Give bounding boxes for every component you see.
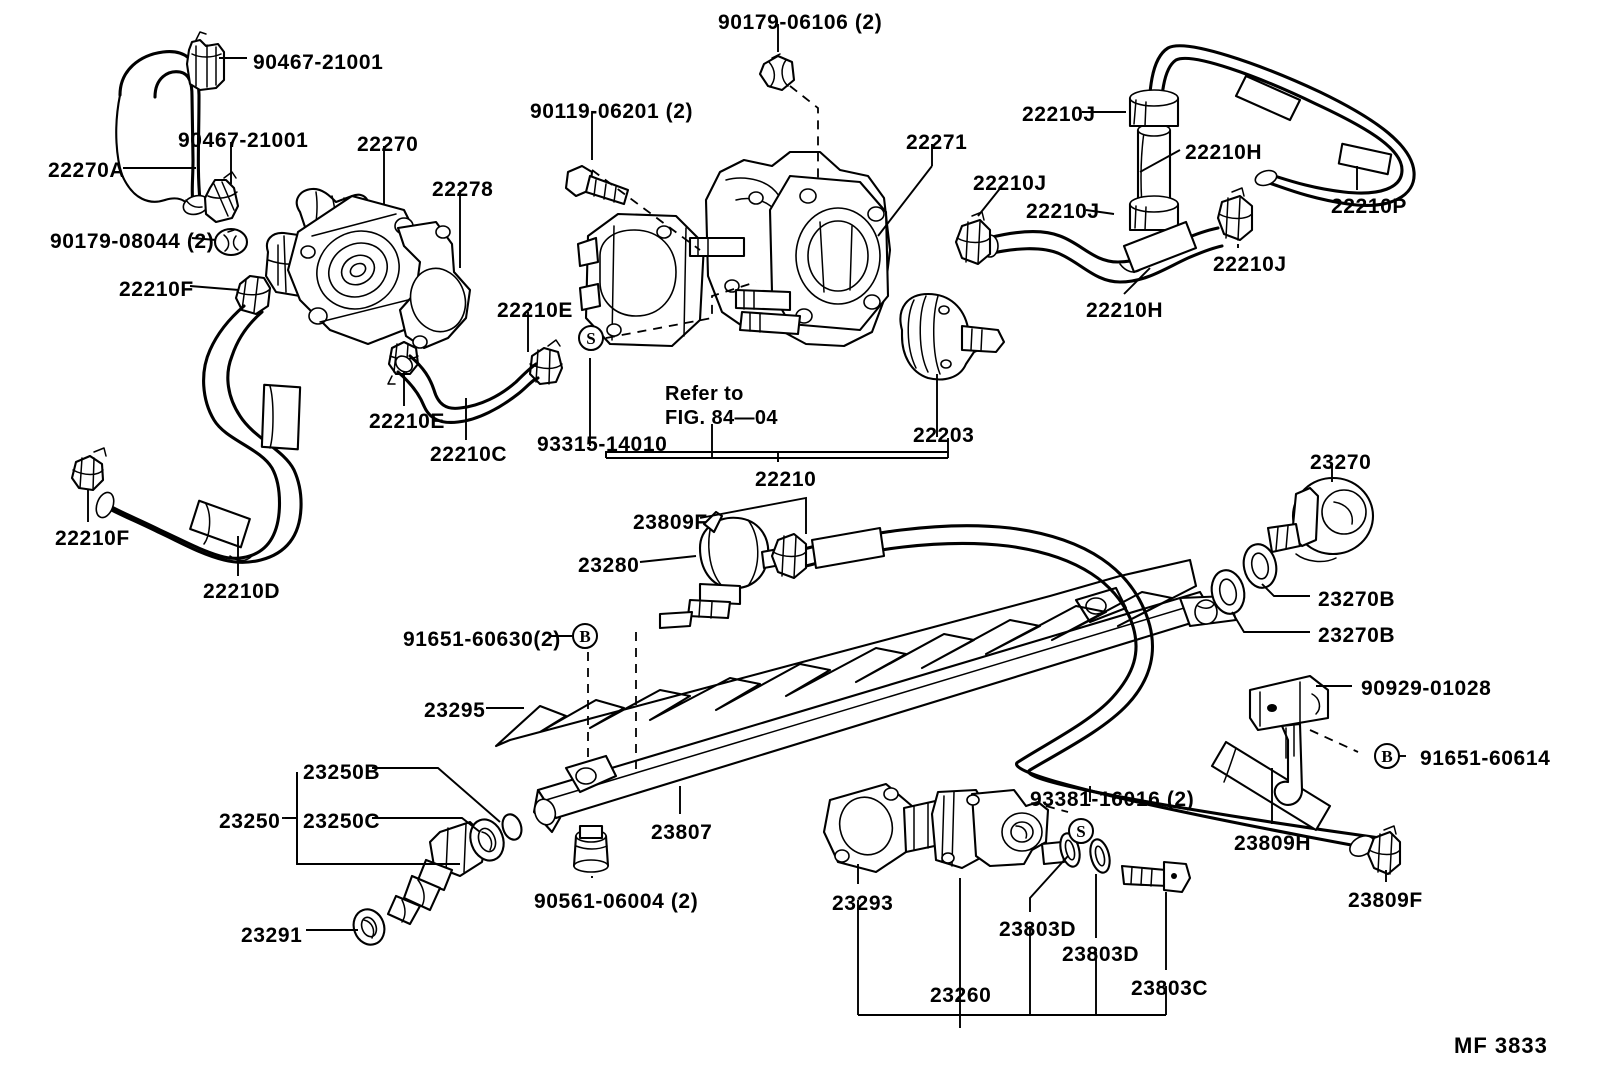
gasket-22278 [396, 220, 472, 350]
throttle-body-22271 [688, 150, 892, 348]
b-mark-91651-60614: B [1374, 743, 1400, 769]
hose-22210c [394, 354, 540, 425]
part-label-90119-06201: 90119-06201 (2) [530, 100, 694, 123]
part-label-22210H-lower: 22210H [1086, 299, 1164, 322]
pulsation-damper-23270 [1266, 476, 1375, 563]
part-label-91651-60614: 91651-60614 [1420, 747, 1551, 770]
figure-number: MF 3833 [1454, 1033, 1548, 1058]
part-label-23250B: 23250B [303, 761, 381, 784]
part-label-23250C: 23250C [303, 810, 381, 833]
part-label-23280: 23280 [578, 554, 640, 577]
grommet-90561-06004 [572, 824, 610, 873]
hose-top-right-23809 [798, 524, 1382, 857]
part-label-90561-06004: 90561-06004 (2) [534, 890, 699, 913]
air-valve-22203 [899, 292, 1006, 381]
leader-lines [87, 24, 1406, 1028]
refer-to-note: Refer to FIG. 84—04 [665, 382, 778, 431]
hose-22210p [1146, 44, 1416, 207]
oring-23250c [469, 818, 505, 862]
refer-to-line1: Refer to [665, 383, 744, 405]
part-label-23270: 23270 [1310, 451, 1372, 474]
part-label-93381-16016: 93381-16016 (2) [1030, 788, 1195, 811]
oring-23250b [501, 813, 523, 841]
clamp-90467-21001-upper [185, 31, 226, 92]
part-label-91651-60630: 91651-60630(2) [403, 628, 561, 651]
clamp-22210e-right [528, 339, 564, 386]
washer-23270b-b [1210, 569, 1246, 615]
part-label-23807: 23807 [651, 821, 713, 844]
part-label-23809H: 23809H [1234, 832, 1312, 855]
part-label-93315-14010: 93315-14010 [537, 433, 668, 456]
part-label-23809F-upper: 23809F [633, 511, 708, 534]
part-label-22210F-upper: 22210F [119, 278, 194, 301]
gasket-23803d-b [1089, 838, 1111, 874]
part-label-22210F-lower: 22210F [55, 527, 130, 550]
clamp-22210f-upper [234, 274, 272, 316]
part-label-22270A: 22270A [48, 159, 126, 182]
part-label-23270B-a: 23270B [1318, 588, 1396, 611]
part-label-22210E-upper: 22210E [497, 299, 574, 322]
part-label-22210: 22210 [755, 468, 817, 491]
clamp-22210j-a [1128, 89, 1180, 128]
isc-valve-22270 [264, 187, 432, 346]
s-mark-93381: S [1068, 818, 1094, 844]
bolt-90119-06201 [564, 164, 630, 206]
clip-90929-01028 [1248, 674, 1330, 806]
washer-23270b-a [1242, 543, 1278, 589]
nut-90179-06106 [758, 53, 796, 92]
part-label-22210J-c: 22210J [1026, 200, 1100, 223]
b-mark-91651-60630: B [572, 623, 598, 649]
part-label-22210D: 22210D [203, 580, 281, 603]
part-label-90179-06106: 90179-06106 (2) [718, 11, 883, 34]
part-label-22210E-lower: 22210E [369, 410, 446, 433]
part-label-90929-01028: 90929-01028 [1361, 677, 1492, 700]
grommet-90179-08044 [213, 227, 249, 257]
part-label-22210J-d: 22210J [1213, 253, 1287, 276]
part-label-22271: 22271 [906, 131, 968, 154]
hose-22210h-lower [981, 220, 1224, 284]
clamp-23809f-lower [1366, 825, 1402, 876]
union-bolt-23803c [1120, 860, 1192, 894]
part-label-22210J-b: 22210J [973, 172, 1047, 195]
part-label-23270B-b: 23270B [1318, 624, 1396, 647]
clamp-23809f-upper [770, 532, 808, 580]
part-label-22278: 22278 [432, 178, 494, 201]
clamp-22210j-b [954, 211, 992, 266]
part-label-23803D-a: 23803D [999, 918, 1077, 941]
s-mark-93315: S [578, 325, 604, 351]
part-label-23295: 23295 [424, 699, 486, 722]
part-label-23803C: 23803C [1131, 977, 1209, 1000]
part-label-23803D-b: 23803D [1062, 943, 1140, 966]
refer-to-line2: FIG. 84—04 [665, 407, 778, 430]
pressure-regulator-23280 [658, 510, 788, 630]
clamp-22210j-c [1128, 195, 1180, 232]
clamp-90467-21001-lower [203, 171, 240, 224]
part-label-22203: 22203 [913, 424, 975, 447]
part-label-90467-21001-lower: 90467-21001 [178, 129, 309, 152]
part-label-23260: 23260 [930, 984, 992, 1007]
hose-22210d-group [95, 304, 303, 564]
clamp-22210j-d [1216, 187, 1254, 242]
delivery-pipe-23807 [532, 586, 1238, 834]
part-label-23291: 23291 [241, 924, 303, 947]
part-label-22270: 22270 [357, 133, 419, 156]
throttle-position-sensor-22210e [576, 212, 706, 348]
cold-start-injector-body [902, 788, 1066, 870]
clamp-22210f-lower [70, 447, 107, 492]
part-label-23293: 23293 [832, 892, 894, 915]
injector-23250 [386, 820, 488, 926]
heat-shield-23295 [494, 558, 1198, 748]
part-label-23809F-lower: 23809F [1348, 889, 1423, 912]
part-label-90179-08044: 90179-08044 (2) [50, 230, 215, 253]
part-label-22210P: 22210P [1331, 195, 1408, 218]
oring-23291 [352, 908, 386, 946]
gasket-23293 [822, 782, 914, 874]
part-label-22210J-a: 22210J [1022, 103, 1096, 126]
part-label-90467-21001-upper: 90467-21001 [253, 51, 384, 74]
part-label-22210C: 22210C [430, 443, 508, 466]
part-label-23250: 23250 [219, 810, 281, 833]
part-label-22210H-upper: 22210H [1185, 141, 1263, 164]
